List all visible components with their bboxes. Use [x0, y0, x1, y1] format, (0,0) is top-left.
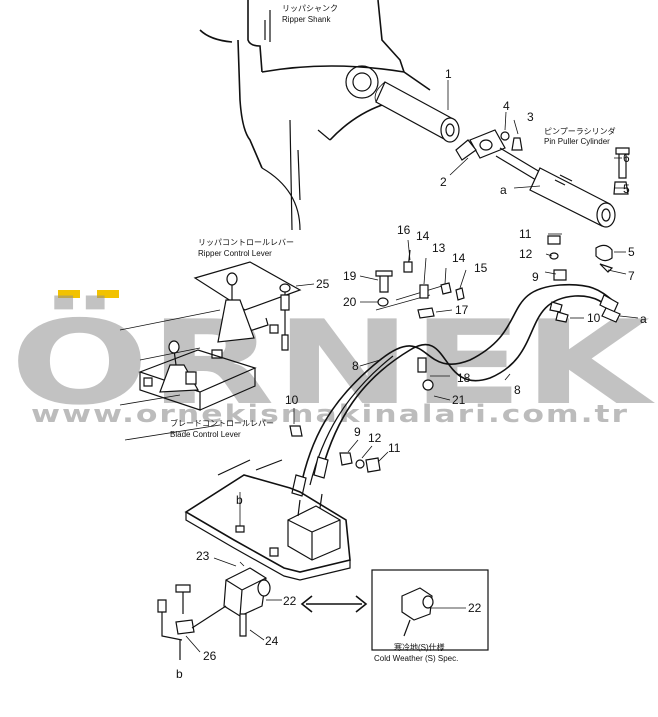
ref-a-right: a — [640, 312, 647, 326]
leader-lines — [185, 80, 639, 653]
callout-18: 18 — [457, 371, 471, 385]
pin-puller-caption-en: Pin Puller Cylinder — [544, 137, 610, 146]
callout-14a: 14 — [416, 229, 430, 243]
linkage-parts — [289, 235, 567, 473]
ripper-shank-caption-jp: リッパシャンク — [282, 4, 338, 13]
base-plate-and-valve — [184, 459, 351, 581]
callout-numbers: 1 2 3 4 5 5 6 7 8 8 9 9 10 10 11 11 12 1… — [176, 67, 647, 681]
ref-a-upper: a — [500, 183, 507, 197]
callout-1: 1 — [445, 67, 452, 81]
callout-7: 7 — [628, 269, 635, 283]
pin-puller-caption-jp: ピンプーラシリンダ — [544, 126, 616, 136]
callout-25: 25 — [316, 277, 330, 291]
callout-23: 23 — [196, 549, 210, 563]
callout-2: 2 — [440, 175, 447, 189]
cold-weather-box — [371, 569, 489, 651]
callout-5a: 5 — [623, 182, 630, 196]
cold-weather-caption-jp: 寒冷地(S)仕様 — [394, 642, 445, 652]
callout-12a: 12 — [519, 247, 533, 261]
callout-14b: 14 — [452, 251, 466, 265]
cold-weather-caption-en: Cold Weather (S) Spec. — [374, 654, 458, 663]
callout-8a: 8 — [352, 359, 359, 373]
blade-control-lever-drawing — [119, 340, 257, 441]
callout-16: 16 — [397, 223, 411, 237]
callout-11b: 11 — [388, 441, 401, 455]
hydraulic-hoses — [291, 283, 621, 497]
callout-11a: 11 — [519, 227, 532, 241]
switch-assembly — [157, 561, 271, 660]
callout-10a: 10 — [587, 311, 601, 325]
blade-lever-caption-en: Blade Control Lever — [170, 430, 241, 439]
callout-6: 6 — [623, 151, 630, 165]
cold-weather-inset — [300, 569, 489, 651]
callout-24: 24 — [265, 634, 279, 648]
ripper-control-lever-drawing — [119, 261, 302, 361]
callout-26: 26 — [203, 649, 217, 663]
callout-22a: 22 — [283, 594, 297, 608]
callout-4: 4 — [503, 99, 510, 113]
callout-22b: 22 — [468, 601, 482, 615]
callout-12b: 12 — [368, 431, 382, 445]
callout-15: 15 — [474, 261, 488, 275]
callout-21: 21 — [452, 393, 466, 407]
watermark-accent-right — [97, 290, 119, 298]
callout-9a: 9 — [532, 270, 539, 284]
pin-puller-cylinder — [455, 129, 630, 273]
callout-3: 3 — [527, 110, 534, 124]
watermark-accent-left — [58, 290, 80, 298]
callout-5b: 5 — [628, 245, 635, 259]
blade-lever-caption-jp: ブレードコントロールレバー — [170, 418, 274, 428]
callout-8b: 8 — [514, 383, 521, 397]
callout-10b: 10 — [285, 393, 299, 407]
callout-13: 13 — [432, 241, 446, 255]
ripper-shank-caption-en: Ripper Shank — [282, 15, 331, 24]
callout-9b: 9 — [354, 425, 361, 439]
captions: リッパシャンク Ripper Shank ピンプーラシリンダ Pin Pulle… — [170, 4, 616, 663]
ripper-shank-drawing — [199, 0, 431, 231]
ripper-lever-caption-jp: リッパコントロールレバー — [198, 238, 294, 247]
ref-b-plate: b — [236, 493, 243, 507]
callout-20: 20 — [343, 295, 357, 309]
pin-part-1 — [374, 81, 460, 143]
ripper-lever-caption-en: Ripper Control Lever — [198, 249, 272, 258]
ref-b-bottom: b — [176, 667, 183, 681]
callout-19: 19 — [343, 269, 357, 283]
callout-17: 17 — [455, 303, 469, 317]
